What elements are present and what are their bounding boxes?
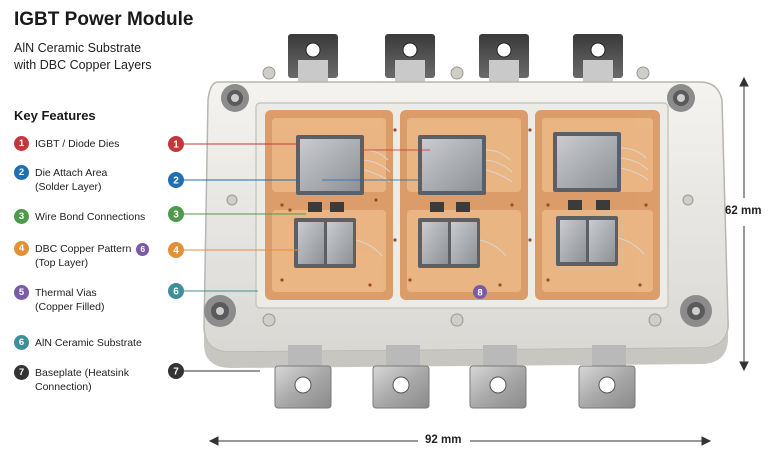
feature-item-5: 5 Thermal Vias (Copper Filled) xyxy=(14,285,105,314)
mounting-screw-icon xyxy=(680,295,712,327)
feature-item-2: 2 Die Attach Area (Solder Layer) xyxy=(14,165,108,194)
height-dimension-label: 62 mm xyxy=(725,205,762,217)
feature-label-5: Thermal Vias xyxy=(35,287,97,299)
feature-badge-3: 3 xyxy=(14,209,29,224)
bottom-terminal xyxy=(469,345,527,409)
svg-text:6: 6 xyxy=(173,287,179,298)
diode-die xyxy=(294,218,356,268)
top-terminal xyxy=(573,34,623,90)
feature-badge-4: 4 xyxy=(14,241,29,256)
feature-badge-6: 6 xyxy=(14,335,29,350)
igbt-die xyxy=(418,135,486,195)
callout-marker-6: 6 xyxy=(168,283,184,299)
feature-label-3: Wire Bond Connections xyxy=(35,211,146,223)
svg-text:7: 7 xyxy=(173,367,179,378)
svg-text:2: 2 xyxy=(173,176,179,187)
height-dimension xyxy=(739,76,749,372)
key-features-title: Key Features xyxy=(14,108,96,123)
feature-item-4: 4 DBC Copper Pattern 6 (Top Layer) xyxy=(14,241,150,270)
mounting-screw-icon xyxy=(667,84,695,112)
callout-marker-7: 7 xyxy=(168,363,184,379)
diode-die xyxy=(418,218,480,268)
feature-label-6: AlN Ceramic Substrate xyxy=(35,337,142,349)
igbt-die xyxy=(296,135,364,195)
svg-text:8: 8 xyxy=(477,288,482,299)
bottom-terminal xyxy=(578,345,636,409)
feature-label-7: Baseplate (Heatsink xyxy=(35,367,129,379)
feature-badge-2: 2 xyxy=(14,165,29,180)
feature-sublabel-2: (Solder Layer) xyxy=(35,181,102,193)
mounting-screw-icon xyxy=(221,84,249,112)
feature-badge-7: 7 xyxy=(14,365,29,380)
mounting-screw-icon xyxy=(204,295,236,327)
feature-label-4: DBC Copper Pattern xyxy=(35,243,132,255)
feature-label-2: Die Attach Area xyxy=(35,167,108,179)
bottom-terminals xyxy=(274,345,636,409)
callout-marker-8: 8 xyxy=(473,285,487,299)
width-dimension xyxy=(208,436,712,446)
page-subtitle: AlN Ceramic Substrate with DBC Copper La… xyxy=(14,40,152,74)
igbt-die xyxy=(553,132,621,192)
bottom-terminal xyxy=(372,345,430,409)
feature-badge-5: 5 xyxy=(14,285,29,300)
svg-text:4: 4 xyxy=(173,246,179,257)
svg-text:1: 1 xyxy=(173,140,179,151)
feature-sublabel-4: (Top Layer) xyxy=(35,257,89,269)
feature-sublabel-7: Connection) xyxy=(35,381,92,393)
subtitle-line-2: with DBC Copper Layers xyxy=(14,58,152,72)
feature-sublabel-5: (Copper Filled) xyxy=(35,301,105,313)
callout-marker-1: 1 xyxy=(168,136,184,152)
callout-marker-4: 4 xyxy=(168,242,184,258)
callout-marker-3: 3 xyxy=(168,206,184,222)
feature-item-6: 6 AlN Ceramic Substrate xyxy=(14,335,142,350)
feature-item-3: 3 Wire Bond Connections xyxy=(14,209,146,224)
feature-extra-badge: 6 xyxy=(136,242,150,256)
top-terminals xyxy=(288,34,623,90)
thermal-vias xyxy=(280,128,648,287)
diode-die xyxy=(556,216,618,266)
svg-text:3: 3 xyxy=(173,210,179,221)
page-title: IGBT Power Module xyxy=(14,9,194,30)
callout-lines xyxy=(184,143,430,372)
callout-marker-2: 2 xyxy=(168,172,184,188)
subtitle-line-1: AlN Ceramic Substrate xyxy=(14,41,142,55)
feature-item-1: 1 IGBT / Diode Dies xyxy=(14,136,120,151)
feature-label-1: IGBT / Diode Dies xyxy=(35,138,120,150)
feature-badge-1: 1 xyxy=(14,136,29,151)
bottom-terminal xyxy=(274,345,332,409)
width-dimension-label: 92 mm xyxy=(425,434,462,446)
